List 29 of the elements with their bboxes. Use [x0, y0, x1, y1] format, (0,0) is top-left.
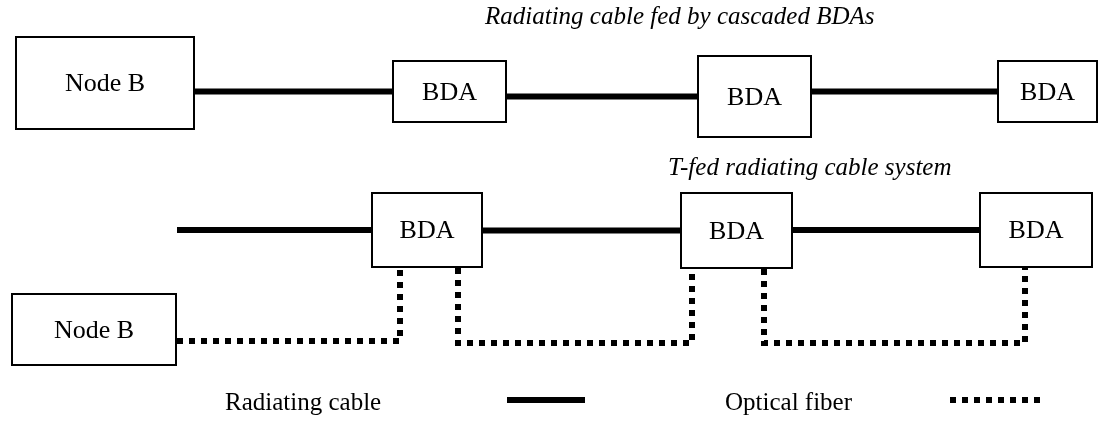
component-box	[680, 192, 793, 269]
component-box	[371, 192, 483, 268]
legend-label: Radiating cable	[225, 388, 382, 416]
node-label: Node B	[53, 314, 135, 345]
cable-line	[483, 227, 680, 234]
component-box	[392, 60, 507, 123]
node-label: BDA	[422, 76, 477, 107]
node-label: BDA	[1008, 215, 1064, 245]
cable-line	[507, 93, 697, 100]
cable-line	[177, 227, 371, 233]
component-box	[997, 60, 1098, 123]
node-label: BDA	[399, 215, 455, 245]
optical-fiber-line	[177, 268, 403, 344]
component-box	[697, 55, 812, 138]
cable-line	[793, 227, 979, 233]
node-label: Node B	[64, 68, 146, 98]
node-label: BDA	[727, 81, 782, 112]
component-box	[11, 293, 177, 366]
node-label: BDA	[1020, 76, 1075, 107]
optical-fiber-line	[455, 268, 695, 346]
caption: T-fed radiating cable system	[668, 153, 952, 181]
node-label: BDA	[709, 215, 764, 246]
cable-line	[812, 88, 997, 95]
cable-line	[195, 88, 392, 95]
optical-fiber-line	[761, 268, 1028, 346]
component-box	[15, 36, 195, 130]
caption: Radiating cable fed by cascaded BDAs	[485, 2, 875, 30]
component-box	[979, 192, 1093, 268]
legend-label: Optical fiber	[725, 388, 853, 416]
